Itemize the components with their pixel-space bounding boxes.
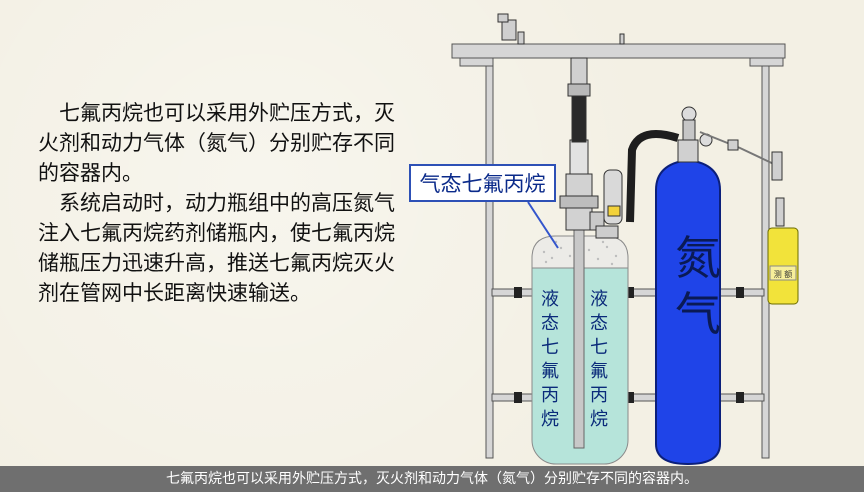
hfc-cylinder [531,225,629,465]
caption-bar: 七氟丙烷也可以采用外贮压方式，灭火剂和动力气体（氮气）分别贮存不同的容器内。 [0,466,864,492]
pilot-tank-label: 测 额 [774,269,793,279]
nitrogen-label: 氮气 [675,231,721,341]
paragraph-2: 系统启动时，动力瓶组中的高压氮气注入七氟丙烷药剂储瓶内，使七氟丙烷储瓶压力迅速升… [38,191,395,305]
paragraph-1: 七氟丙烷也可以采用外贮压方式，灭火剂和动力气体（氮气）分别贮存不同的容器内。 [38,101,395,185]
hfc-valve-assembly [559,57,623,239]
nitrogen-hose [626,130,680,223]
liquid-label-left: 液态七氟丙烷 [541,289,559,430]
slide: 七氟丙烷也可以采用外贮压方式，灭火剂和动力气体（氮气）分别贮存不同的容器内。 系… [0,0,864,466]
description-text: 七氟丙烷也可以采用外贮压方式，灭火剂和动力气体（氮气）分别贮存不同的容器内。 系… [38,98,398,308]
frame-bolts [514,287,744,403]
callout-pointer [527,201,559,249]
nitrogen-cylinder [655,106,721,466]
liquid-label-right: 液态七氟丙烷 [590,289,608,430]
pilot-tank: 测 额 [767,227,799,305]
system-diagram: 测 额 [451,13,799,466]
pilot-line [699,131,785,227]
gas-callout: 气态七氟丙烷 [409,164,556,202]
top-vent-valve [497,13,625,45]
